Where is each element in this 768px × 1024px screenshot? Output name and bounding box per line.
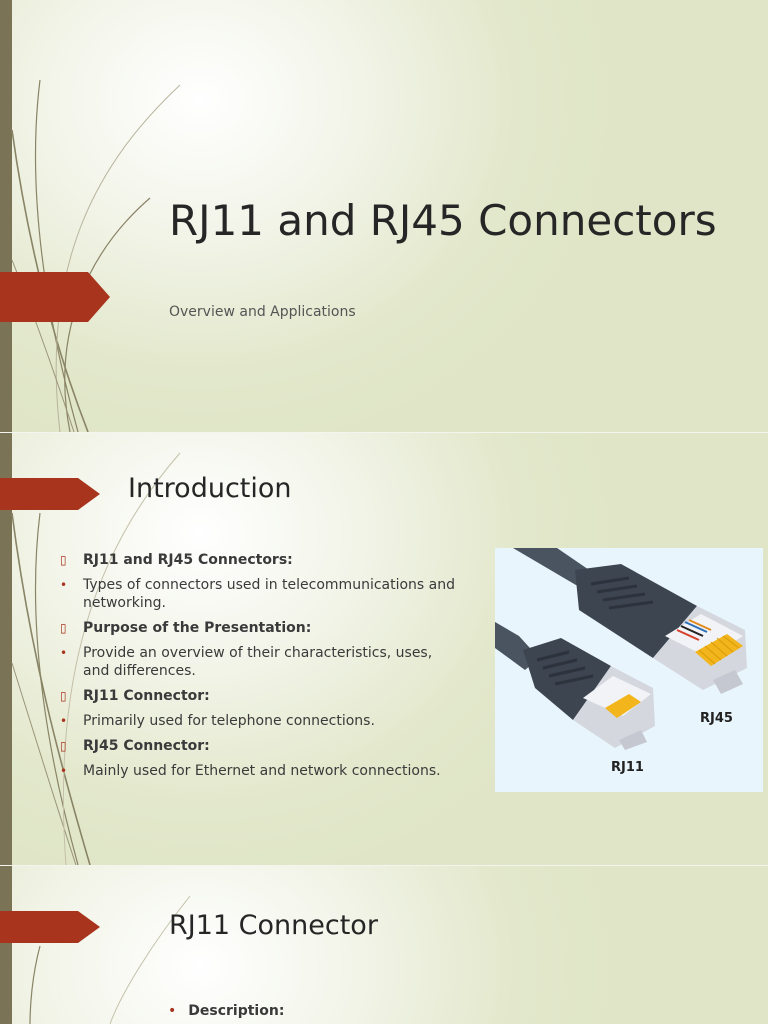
dot-bullet-icon: • <box>168 1003 177 1019</box>
slide-title: RJ11 and RJ45 Connectors Overview and Ap… <box>0 0 768 432</box>
left-accent-bar <box>0 866 12 1024</box>
rj-connectors-icon <box>495 548 747 750</box>
left-accent-bar <box>0 0 12 432</box>
bullet-text: RJ45 Connector: <box>83 738 210 754</box>
title-arrow-marker <box>0 272 110 322</box>
slide-introduction: Introduction ▯ RJ11 and RJ45 Connectors: … <box>0 433 768 865</box>
swirl-decoration <box>29 895 191 1024</box>
dot-bullet-icon: • <box>60 764 68 778</box>
rj11-label: RJ11 <box>611 760 644 775</box>
bullet-item: • Mainly used for Ethernet and network co… <box>60 762 460 780</box>
bullet-text: Purpose of the Presentation: <box>83 620 312 636</box>
bullet-item: ▯ Purpose of the Presentation: <box>60 619 460 637</box>
bullet-text: Provide an overview of their characteris… <box>83 645 433 679</box>
slide-subtitle: Overview and Applications <box>169 304 356 320</box>
rj45-label: RJ45 <box>700 711 733 726</box>
connectors-illustration: RJ45 RJ11 <box>495 548 763 792</box>
square-bullet-icon: ▯ <box>60 621 67 635</box>
section-arrow-marker <box>0 911 100 943</box>
swirl-decoration <box>11 452 181 865</box>
dot-bullet-icon: • <box>60 714 68 728</box>
bullet-text: RJ11 and RJ45 Connectors: <box>83 552 293 568</box>
square-bullet-icon: ▯ <box>60 739 67 753</box>
bullet-item: • Types of connectors used in telecommuni… <box>60 576 460 612</box>
slide-heading: Introduction <box>128 473 292 504</box>
slide-separator <box>0 432 768 433</box>
bullet-item: • Primarily used for telephone connection… <box>60 712 460 730</box>
bullet-item: ▯ RJ45 Connector: <box>60 737 460 755</box>
bullet-text: Description: <box>188 1003 285 1019</box>
slide-rj11: RJ11 Connector • Description: <box>0 866 768 1024</box>
bullet-text: RJ11 Connector: <box>83 688 210 704</box>
bullet-item: • Description: <box>168 1003 284 1019</box>
slide-title-heading: RJ11 and RJ45 Connectors <box>169 196 717 245</box>
square-bullet-icon: ▯ <box>60 689 67 703</box>
left-accent-bar <box>0 433 12 865</box>
slide-heading: RJ11 Connector <box>169 910 378 941</box>
slide-separator <box>0 865 768 866</box>
bullet-list: ▯ RJ11 and RJ45 Connectors: • Types of con… <box>60 551 460 787</box>
bullet-text: Primarily used for telephone connections… <box>83 713 375 729</box>
square-bullet-icon: ▯ <box>60 553 67 567</box>
dot-bullet-icon: • <box>60 578 68 592</box>
bullet-item: ▯ RJ11 and RJ45 Connectors: <box>60 551 460 569</box>
bullet-item: ▯ RJ11 Connector: <box>60 687 460 705</box>
bullet-text: Types of connectors used in telecommunic… <box>83 577 456 611</box>
section-arrow-marker <box>0 478 100 510</box>
bullet-text: Mainly used for Ethernet and network con… <box>83 763 441 779</box>
dot-bullet-icon: • <box>60 646 68 660</box>
bullet-item: • Provide an overview of their characteri… <box>60 644 460 680</box>
